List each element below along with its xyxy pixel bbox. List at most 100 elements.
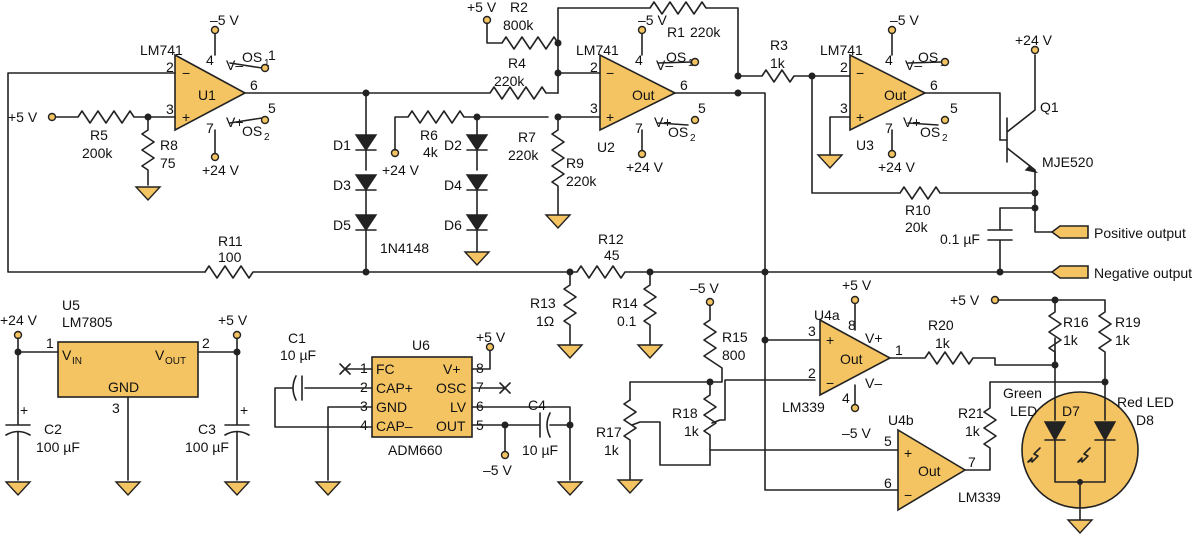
- led-supply: +5 V: [950, 292, 980, 308]
- u1-pos-pin: [210, 152, 220, 162]
- r5-resistor: [55, 110, 176, 124]
- r11-ref: R11: [218, 233, 243, 249]
- d1-label: D1: [333, 137, 351, 153]
- r12-ref: R12: [598, 231, 624, 247]
- r17-val: 1k: [604, 442, 620, 458]
- svg-text:–5 V: –5 V: [890, 12, 919, 28]
- svg-text:2: 2: [840, 59, 848, 75]
- r2-resistor: [486, 22, 559, 50]
- r9-resistor: [551, 116, 565, 216]
- r5-ref: R5: [90, 127, 108, 143]
- svg-text:V: V: [62, 347, 72, 363]
- svg-text:−: −: [826, 375, 834, 391]
- svg-text:OSC: OSC: [436, 380, 466, 396]
- svg-text:GND: GND: [376, 399, 407, 415]
- u1-neg-supply: –5 V: [210, 12, 239, 28]
- r1-val: 220k: [690, 24, 721, 40]
- r7-ref: R7: [518, 129, 536, 145]
- u1-pin1: 1: [268, 47, 276, 63]
- c1-val: 10 µF: [280, 347, 316, 363]
- r5-val: 200k: [82, 145, 113, 161]
- light-arrow-icon: [1077, 447, 1091, 463]
- svg-text:V–: V–: [865, 375, 882, 391]
- r10-val: 20k: [905, 219, 929, 235]
- ground-icon: [816, 154, 844, 170]
- u6-supply: +5 V: [476, 329, 506, 345]
- u5-part: LM7805: [62, 314, 113, 330]
- r20-val: 1k: [935, 335, 951, 351]
- u1-os1-sub: 1: [264, 58, 270, 69]
- svg-text:6: 6: [930, 77, 938, 93]
- r6-ref: R6: [420, 127, 438, 143]
- svg-text:+: +: [240, 402, 248, 418]
- r19-resistor: [997, 299, 1112, 383]
- d2-label: D2: [444, 137, 462, 153]
- u5-in-supply: +24 V: [0, 312, 38, 328]
- svg-text:+24 V: +24 V: [878, 159, 916, 175]
- svg-text:2: 2: [202, 335, 210, 351]
- svg-text:6: 6: [476, 398, 484, 414]
- svg-text:8: 8: [476, 360, 484, 376]
- r8-resistor: [141, 116, 155, 186]
- r2-ref: R2: [510, 0, 528, 15]
- nc-pin-icon: [471, 382, 511, 394]
- r16-ref: R16: [1063, 314, 1089, 330]
- svg-text:2: 2: [942, 133, 948, 144]
- u4b-comparator: Out U4b LM339 + − 5 6 7: [884, 412, 1001, 512]
- r9-ref: R9: [566, 155, 584, 171]
- svg-text:V–: V–: [905, 57, 922, 73]
- u1-os1-pin: [260, 63, 270, 73]
- u5-ref: U5: [62, 297, 80, 313]
- c0-val: 0.1 µF: [940, 231, 980, 247]
- u4b-part: LM339: [958, 489, 1001, 505]
- u4a-ref: U4a: [814, 307, 840, 323]
- u1-neg-pin: [210, 25, 220, 35]
- svg-text:–5 V: –5 V: [842, 425, 871, 441]
- u1-os-wires: [229, 62, 263, 124]
- svg-text:V+: V+: [903, 114, 921, 130]
- u1-opamp: U1 LM741 − + 2 3 4 7 6 V– V+ –5 V +24 V …: [140, 12, 276, 178]
- svg-text:3: 3: [112, 400, 120, 416]
- svg-text:+5 V: +5 V: [842, 277, 872, 293]
- positive-output-connector: [1050, 225, 1089, 239]
- ground-icon: [223, 481, 251, 497]
- u1-ref: U1: [198, 87, 216, 103]
- r11-val: 100: [218, 249, 242, 265]
- c2-ref: C2: [44, 421, 62, 437]
- u6-charge-pump: FC CAP+ GND CAP– V+ OSC LV OUT U6 ADM660…: [360, 337, 484, 458]
- ground-icon: [556, 481, 584, 497]
- svg-text:1: 1: [895, 342, 903, 358]
- u4a-part: LM339: [782, 399, 825, 415]
- r19-val: 1k: [1115, 332, 1131, 348]
- r4-val: 220k: [494, 73, 525, 89]
- r3-val: 1k: [770, 55, 786, 71]
- svg-text:7: 7: [885, 120, 893, 136]
- svg-text:IN: IN: [72, 356, 82, 367]
- negative-output-connector: [1050, 265, 1089, 279]
- r14-val: 0.1: [617, 313, 637, 329]
- svg-text:V+: V+: [443, 361, 461, 377]
- r16-resistor: [1048, 299, 1062, 366]
- u1-part: LM741: [140, 42, 183, 58]
- svg-text:4: 4: [842, 390, 850, 406]
- c4-ref: C4: [528, 397, 546, 413]
- svg-text:LV: LV: [450, 399, 467, 415]
- svg-text:OUT: OUT: [165, 356, 186, 367]
- r1-resistor: [557, 1, 739, 77]
- svg-text:V: V: [155, 347, 165, 363]
- r13-val: 1Ω: [536, 313, 554, 329]
- svg-text:−: −: [856, 65, 864, 81]
- red-led-label: Red LED: [1117, 394, 1174, 410]
- ground-icon: [463, 251, 491, 267]
- d5-diode: [354, 214, 378, 232]
- svg-text:–5 V: –5 V: [638, 12, 667, 28]
- r21-val: 1k: [965, 423, 981, 439]
- r6-r7-wire: [394, 110, 549, 151]
- u6-out-supply: –5 V: [483, 462, 512, 478]
- svg-text:OS: OS: [918, 49, 938, 65]
- nc-pin-icon: [339, 363, 373, 375]
- r4-ref: R4: [508, 55, 526, 71]
- r6-supply: +24 V: [382, 162, 420, 178]
- green-led-label-2: LED: [1010, 403, 1037, 419]
- d7-label: D7: [1062, 403, 1080, 419]
